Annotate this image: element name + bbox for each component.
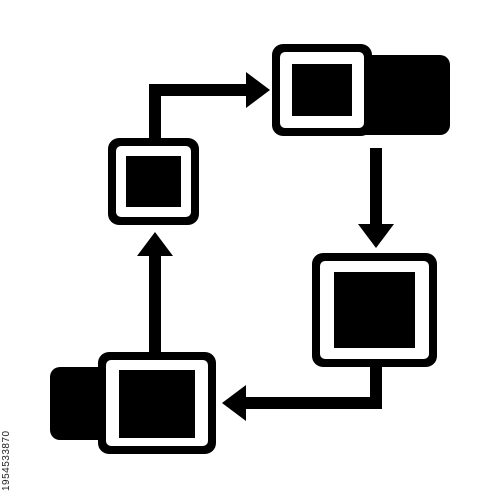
connector-left-to-top bbox=[149, 72, 270, 138]
node-square bbox=[292, 64, 352, 116]
node-top bbox=[272, 44, 450, 136]
arrowhead-up-icon bbox=[137, 232, 173, 256]
connector-line bbox=[246, 366, 382, 409]
connector-bottom-to-left bbox=[137, 232, 173, 355]
connector-right-to-bottom bbox=[222, 366, 382, 421]
node-left bbox=[108, 138, 199, 225]
arrowhead-right-icon bbox=[246, 72, 270, 108]
node-right bbox=[312, 253, 437, 367]
node-square bbox=[126, 156, 181, 207]
node-bottom bbox=[50, 352, 216, 454]
connector-top-to-right bbox=[358, 148, 394, 248]
node-square bbox=[334, 272, 415, 348]
stock-id-label: 1954533870 bbox=[1, 430, 12, 491]
connector-line bbox=[149, 84, 246, 138]
arrowhead-down-icon bbox=[358, 224, 394, 248]
arrowhead-left-icon bbox=[222, 385, 246, 421]
node-square bbox=[119, 370, 195, 438]
node-tab bbox=[350, 55, 450, 135]
